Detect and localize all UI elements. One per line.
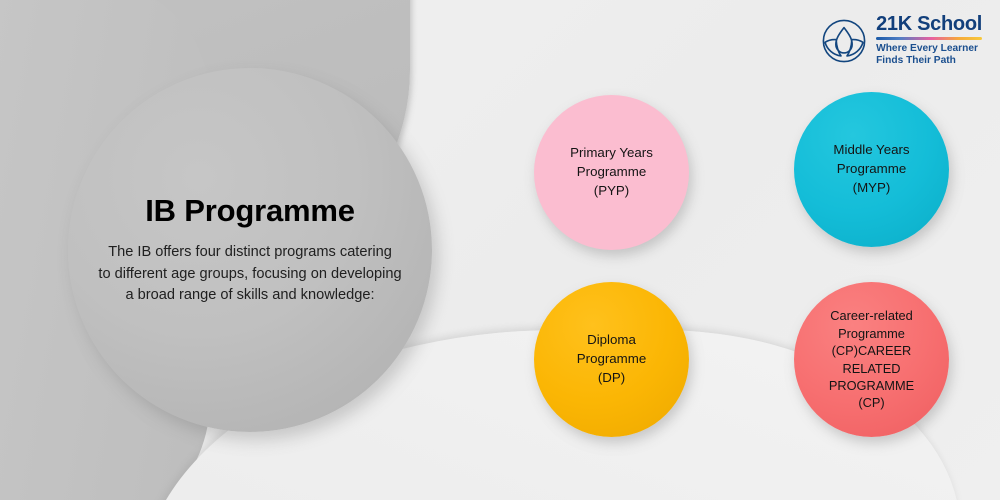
programme-label-pyp: Primary Years Programme (PYP) xyxy=(570,145,653,198)
programme-bubble-myp[interactable]: Middle Years Programme (MYP) xyxy=(794,92,949,247)
lotus-circle-logo-icon xyxy=(822,19,866,63)
programme-label-dp: Diploma Programme (DP) xyxy=(576,332,647,385)
brand-logo[interactable]: 21K School Where Every Learner Finds The… xyxy=(821,14,982,68)
programme-bubble-dp[interactable]: Diploma Programme (DP) xyxy=(534,282,689,437)
brand-name: 21K School xyxy=(876,13,982,35)
brand-gradient-rule xyxy=(876,37,982,40)
brand-tagline: Where Every Learner Finds Their Path xyxy=(876,43,979,67)
page-title: IB Programme xyxy=(145,193,355,229)
hero-circle: IB Programme The IB offers four distinct… xyxy=(68,68,432,432)
programme-label-cp: Career-related Programme (CP)CAREER RELA… xyxy=(828,308,915,411)
programme-label-myp: Middle Years Programme (MYP) xyxy=(833,142,910,195)
programme-bubble-cp[interactable]: Career-related Programme (CP)CAREER RELA… xyxy=(794,282,949,437)
programme-bubble-pyp[interactable]: Primary Years Programme (PYP) xyxy=(534,95,689,250)
page-description: The IB offers four distinct programs cat… xyxy=(98,244,402,304)
brand-logo-text: 21K School Where Every Learner Finds The… xyxy=(876,14,982,68)
